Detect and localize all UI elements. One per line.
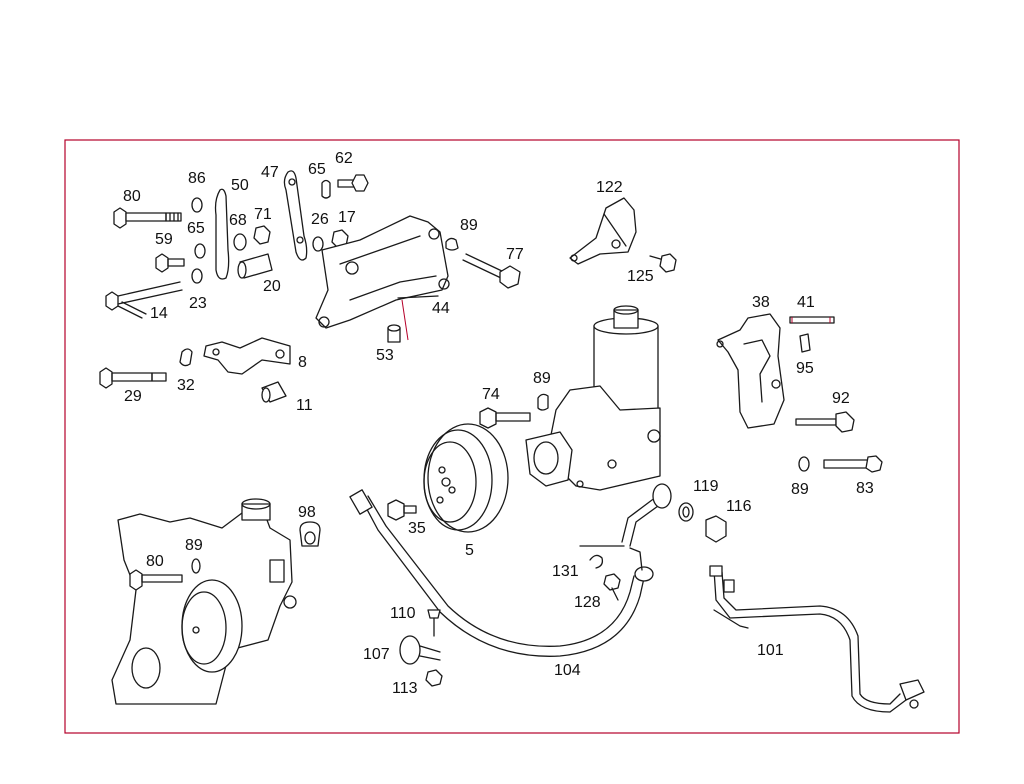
callout-65: 65	[308, 161, 326, 178]
part-80-bolt	[113, 207, 182, 229]
callout-80: 80	[123, 188, 141, 205]
callout-113: 113	[392, 680, 418, 697]
callout-89: 89	[460, 217, 478, 234]
part-107-clamp	[399, 635, 441, 665]
part-38-bracket	[716, 313, 785, 429]
callout-14: 14	[150, 305, 168, 322]
part-128-bolt	[603, 573, 621, 601]
part-74-bolt	[479, 407, 531, 429]
callout-107: 107	[363, 646, 390, 663]
part-35-bolt	[387, 499, 417, 521]
callout-47: 47	[261, 164, 279, 181]
callout-95: 95	[796, 360, 814, 377]
part-104-hose	[349, 489, 654, 657]
part-89-washer-4	[191, 558, 201, 574]
part-65-washer-2	[194, 243, 206, 259]
part-89-washer-2	[798, 456, 810, 472]
callout-68: 68	[229, 212, 247, 229]
callout-104: 104	[554, 662, 581, 679]
callout-8: 8	[298, 354, 307, 371]
part-14-bolt	[105, 281, 183, 319]
part-116-pipe	[621, 483, 727, 571]
part-101-pipe	[709, 565, 925, 713]
callout-65-2: 65	[187, 220, 205, 237]
part-32-washer	[179, 348, 193, 367]
callout-92: 92	[832, 390, 850, 407]
callout-86: 86	[188, 170, 206, 187]
callout-44: 44	[432, 300, 450, 317]
callout-20: 20	[263, 278, 281, 295]
callout-110: 110	[390, 605, 416, 622]
callout-29: 29	[124, 388, 142, 405]
callout-131: 131	[552, 563, 579, 580]
diagram-frame	[64, 139, 960, 734]
callout-5: 5	[465, 542, 474, 559]
part-20-spacer	[237, 253, 273, 279]
callout-83: 83	[856, 480, 874, 497]
callout-119: 119	[693, 478, 719, 495]
part-83-bolt	[823, 455, 883, 473]
part-29-bolt	[99, 367, 167, 389]
part-53-dowel	[387, 324, 401, 343]
part-86-washer	[191, 197, 203, 213]
part-71-nut	[253, 225, 271, 245]
part-80-bolt-2	[129, 569, 183, 591]
part-110-bolt	[427, 609, 441, 637]
part-92-bolt	[795, 411, 855, 433]
part-95-clip	[799, 333, 811, 353]
part-11-stud	[261, 381, 287, 403]
callout-80-2: 80	[146, 553, 164, 570]
part-8-bracket	[203, 337, 291, 375]
callout-62: 62	[335, 150, 353, 167]
callout-11: 11	[296, 397, 313, 414]
callout-101: 101	[757, 642, 784, 659]
callout-89-4: 89	[185, 537, 203, 554]
callout-125: 125	[627, 268, 654, 285]
part-113-nut	[425, 669, 443, 687]
part-131-clip	[589, 554, 604, 569]
part-125-bolt	[649, 253, 677, 273]
part-47-strap	[283, 170, 308, 261]
part-44-bracket	[315, 215, 450, 329]
callout-98: 98	[298, 504, 316, 521]
part-50-strap	[214, 188, 230, 280]
callout-35: 35	[408, 520, 426, 537]
callout-128: 128	[574, 594, 601, 611]
callout-59: 59	[155, 231, 173, 248]
part-98-nut	[299, 521, 321, 547]
part-122-bracket	[569, 197, 637, 265]
callout-41: 41	[797, 294, 815, 311]
part-62-bolt	[337, 174, 369, 192]
callout-53: 53	[376, 347, 394, 364]
part-59-bolt	[155, 253, 185, 273]
power-steering-pump	[525, 305, 661, 491]
engine-front-cover	[111, 498, 297, 705]
callout-17: 17	[338, 209, 356, 226]
callout-74: 74	[482, 386, 500, 403]
callout-26: 26	[311, 211, 329, 228]
callout-23: 23	[189, 295, 207, 312]
callout-116: 116	[726, 498, 752, 515]
part-77-bolt	[462, 253, 521, 289]
part-68-washer	[233, 233, 247, 251]
part-89-washer-3	[537, 393, 549, 411]
callout-89-3: 89	[533, 370, 551, 387]
callout-38: 38	[752, 294, 770, 311]
callout-89-2: 89	[791, 481, 809, 498]
part-26-washer	[312, 236, 324, 252]
part-5-pulley	[423, 423, 509, 533]
part-41-stud	[789, 316, 835, 324]
part-65-washer	[321, 179, 331, 199]
callout-32: 32	[177, 377, 195, 394]
part-23-washer	[191, 268, 203, 284]
callout-71: 71	[254, 206, 272, 223]
callout-77: 77	[506, 246, 524, 263]
part-89-washer	[445, 237, 459, 251]
callout-122: 122	[596, 179, 623, 196]
callout-50: 50	[231, 177, 249, 194]
